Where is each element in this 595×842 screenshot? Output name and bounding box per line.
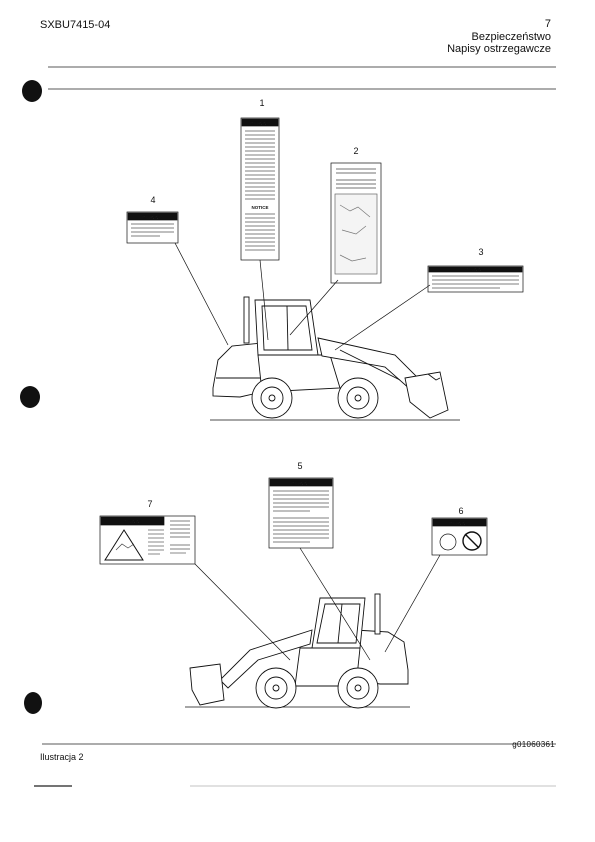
- subsection-title: Napisy ostrzegawcze: [447, 43, 551, 55]
- callout-5: 5: [297, 461, 303, 471]
- illustration-caption: Ilustracja 2: [40, 752, 84, 762]
- callout-2: 2: [353, 146, 359, 156]
- document-code: SXBU7415-04: [40, 19, 111, 31]
- decal-2: [289, 162, 382, 336]
- decal-6: WARNING: [384, 517, 488, 653]
- image-id: g01060361: [512, 740, 555, 749]
- punch-hole-middle: [20, 386, 40, 408]
- wheel-loader-bottom: [185, 593, 410, 709]
- decal-7: WARNING: [99, 515, 291, 661]
- svg-text:WARNING: WARNING: [465, 267, 484, 272]
- callout-4: 4: [150, 195, 156, 205]
- svg-text:WARNING: WARNING: [250, 121, 269, 126]
- callout-3: 3: [478, 247, 484, 257]
- callout-6: 6: [458, 506, 464, 516]
- svg-text:NOTICE: NOTICE: [251, 205, 268, 210]
- decal-4: WARNING: [126, 211, 229, 346]
- punch-hole-bottom: [24, 692, 42, 714]
- decal-5: WARNING: [268, 477, 371, 661]
- decal-1: WARNING NOTICE: [240, 117, 280, 341]
- wheel-loader-top: [210, 296, 460, 421]
- svg-text:WARNING: WARNING: [142, 215, 161, 220]
- decal-3: WARNING: [334, 265, 524, 351]
- section-title: Bezpieczeństwo: [471, 31, 552, 43]
- callout-7: 7: [147, 499, 153, 509]
- svg-text:WARNING: WARNING: [449, 521, 468, 526]
- page-number: 7: [544, 18, 551, 30]
- svg-text:WARNING: WARNING: [291, 481, 310, 486]
- punch-hole-top: [22, 80, 42, 102]
- svg-text:WARNING: WARNING: [123, 519, 142, 524]
- callout-1: 1: [259, 98, 265, 108]
